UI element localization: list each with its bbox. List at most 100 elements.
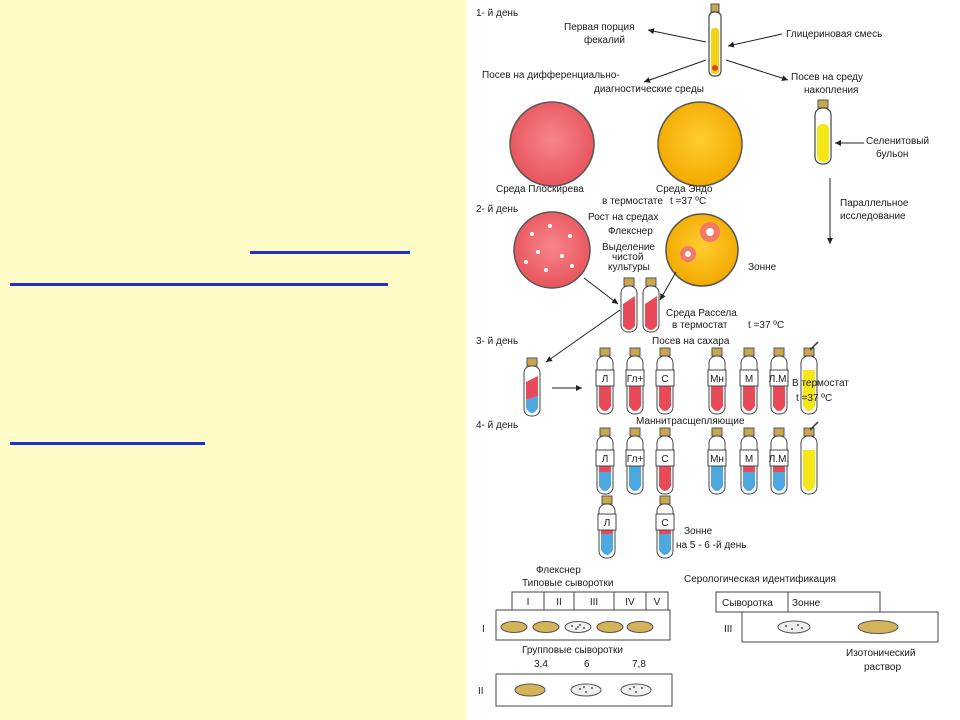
endo-label: Среда Эндо bbox=[656, 184, 713, 195]
first-portion-label-2: фекалий bbox=[584, 34, 625, 46]
accum-media-label-2: накопления bbox=[804, 85, 858, 96]
sonne-plate-label: Зонне bbox=[748, 262, 777, 273]
group-num-2: 6 bbox=[584, 659, 590, 670]
day4-sonne-label: Зонне bbox=[684, 526, 713, 537]
sugar-tube-label: Л bbox=[602, 374, 609, 385]
sugar-tube-icon: С bbox=[655, 427, 675, 495]
link-underline-1[interactable] bbox=[250, 251, 410, 254]
sugar-tube-icon: Гл+ bbox=[625, 427, 645, 495]
sugar-tube-label: Мн bbox=[710, 454, 724, 465]
roman-numeral-label: II bbox=[556, 597, 562, 608]
day3-thermostat-label: В термостат bbox=[792, 378, 849, 389]
shigella-diagnosis-diagram: 1- й день 2- й день 3- й день 4- й день … bbox=[466, 0, 960, 720]
saline-label-2: раствор bbox=[864, 662, 901, 673]
endo-plate bbox=[657, 101, 743, 187]
day3-sugar-tubes: Л Гл+ С Мн М Л.М. bbox=[595, 341, 819, 415]
day-label-2: 2- й день bbox=[476, 204, 518, 215]
sero-group-label: Групповые сыворотки bbox=[522, 645, 623, 656]
sugar-tube-label: Л bbox=[602, 454, 609, 465]
flexner-label: Флекснер bbox=[608, 226, 653, 237]
sugar-tube-icon: Мн bbox=[707, 427, 727, 495]
sugar-tube-label: М bbox=[745, 374, 753, 385]
accum-media-label-1: Посев на среду bbox=[791, 72, 863, 83]
sero-row3-label: III bbox=[724, 624, 732, 635]
selenite-label-1: Селенитовый bbox=[866, 136, 929, 147]
sugar-tube-label: С bbox=[661, 454, 668, 465]
sero-serum-label: Сыворотка bbox=[722, 598, 773, 609]
saline-label-1: Изотонический bbox=[846, 648, 915, 659]
isolation-label-2: чистой bbox=[612, 252, 643, 263]
sugar-tube-icon: С bbox=[655, 347, 675, 415]
sugar-tube-icon: Л bbox=[595, 427, 615, 495]
glycerin-tube-icon bbox=[708, 3, 722, 77]
sugar-tube-label: С bbox=[661, 374, 668, 385]
sugar-tube-label: Л.М. bbox=[769, 454, 789, 465]
flexner-growth-plate bbox=[513, 211, 591, 289]
day-label-1: 1- й день bbox=[476, 8, 518, 19]
sonne-tube-label: Л bbox=[604, 518, 611, 529]
diff-media-label-1: Посев на дифференциально- bbox=[482, 69, 620, 81]
day3-russell-tube-icon bbox=[523, 357, 541, 417]
yellow-tube-icon bbox=[800, 341, 819, 415]
ploskirev-label: Среда Плоскирева bbox=[496, 184, 584, 195]
sonne-growth-plate bbox=[665, 213, 739, 287]
link-underline-2[interactable] bbox=[10, 283, 388, 286]
day-label-4: 4- й день bbox=[476, 420, 518, 431]
link-underline-3[interactable] bbox=[10, 442, 205, 445]
roman-numeral-label: III bbox=[590, 597, 598, 608]
roman-numeral-label: I bbox=[527, 597, 530, 608]
day4-sonne-days-label: на 5 - 6 -й день bbox=[676, 540, 746, 551]
ploskirev-plate bbox=[509, 101, 595, 187]
sugar-tube-icon: Л.М. bbox=[769, 347, 789, 415]
isolation-label-1: Выделение bbox=[602, 242, 655, 253]
growth-label: Рост на средах bbox=[588, 212, 658, 223]
sero-sonne-label: Зонне bbox=[792, 598, 821, 609]
roman-numeral-label: V bbox=[654, 597, 661, 608]
glycerin-label: Глицериновая смесь bbox=[786, 29, 882, 40]
mannitol-label: Маннитрасщепляющие bbox=[636, 416, 745, 427]
first-portion-label-1: Первая порция bbox=[564, 22, 635, 33]
russell-temp-label: t =37 ºC bbox=[748, 320, 784, 331]
sugar-tube-label: Гл+ bbox=[627, 454, 644, 465]
diff-media-label-2: диагностические среды bbox=[594, 84, 704, 95]
plates-thermostat-label: в термостате bbox=[602, 196, 663, 207]
sugar-tube-label: М bbox=[745, 454, 753, 465]
sugar-tube-label: Л.М. bbox=[769, 374, 789, 385]
selenite-tube-icon bbox=[814, 99, 832, 165]
russell-label: Среда Рассела bbox=[666, 308, 737, 319]
sugar-tube-icon: Гл+ bbox=[625, 347, 645, 415]
colonies-dots bbox=[524, 224, 574, 272]
sugar-tube-icon: М bbox=[739, 427, 759, 495]
sugar-tube-icon: М bbox=[739, 347, 759, 415]
sero-flexner-label: Флекснер bbox=[536, 565, 581, 576]
parallel-label-2: исследование bbox=[840, 211, 906, 222]
group-num-1: 3,4 bbox=[534, 659, 548, 670]
roman-numeral-label: IV bbox=[625, 597, 635, 608]
plates-temp-label: t =37 ºC bbox=[670, 196, 706, 207]
sugar-tube-label: Гл+ bbox=[627, 374, 644, 385]
isolation-label-3: культуры bbox=[608, 262, 650, 273]
sonne-tube-icon: Л bbox=[597, 495, 617, 559]
group-num-3: 7,8 bbox=[632, 659, 646, 670]
day3-temp-label: t =37 ºC bbox=[796, 393, 832, 404]
sugar-tube-icon: Л.М. bbox=[769, 427, 789, 495]
sero-ident-label: Серологическая идентификация bbox=[684, 573, 836, 585]
sero-row1-label: I bbox=[482, 624, 485, 635]
russell-tubes-icon bbox=[620, 277, 660, 333]
russell-thermo-label: в термостат bbox=[672, 320, 728, 331]
sugars-label: Посев на сахара bbox=[652, 336, 730, 347]
parallel-label-1: Параллельное bbox=[840, 198, 909, 209]
sugar-tube-icon: Л bbox=[595, 347, 615, 415]
day4-sugar-tubes: Л Гл+ С Мн М Л.М. bbox=[595, 421, 819, 495]
day-label-3: 3- й день bbox=[476, 336, 518, 347]
yellow-tube-icon bbox=[800, 421, 819, 495]
sonne-tube-label: С bbox=[661, 518, 668, 529]
sero-typed-label: Типовые сыворотки bbox=[522, 578, 613, 589]
selenite-label-2: бульон bbox=[876, 148, 908, 160]
sugar-tube-icon: Мн bbox=[707, 347, 727, 415]
row1-agglutination-drops bbox=[500, 621, 654, 633]
sonne-tube-icon: С bbox=[655, 495, 675, 559]
row2-agglutination-drops bbox=[514, 683, 652, 697]
